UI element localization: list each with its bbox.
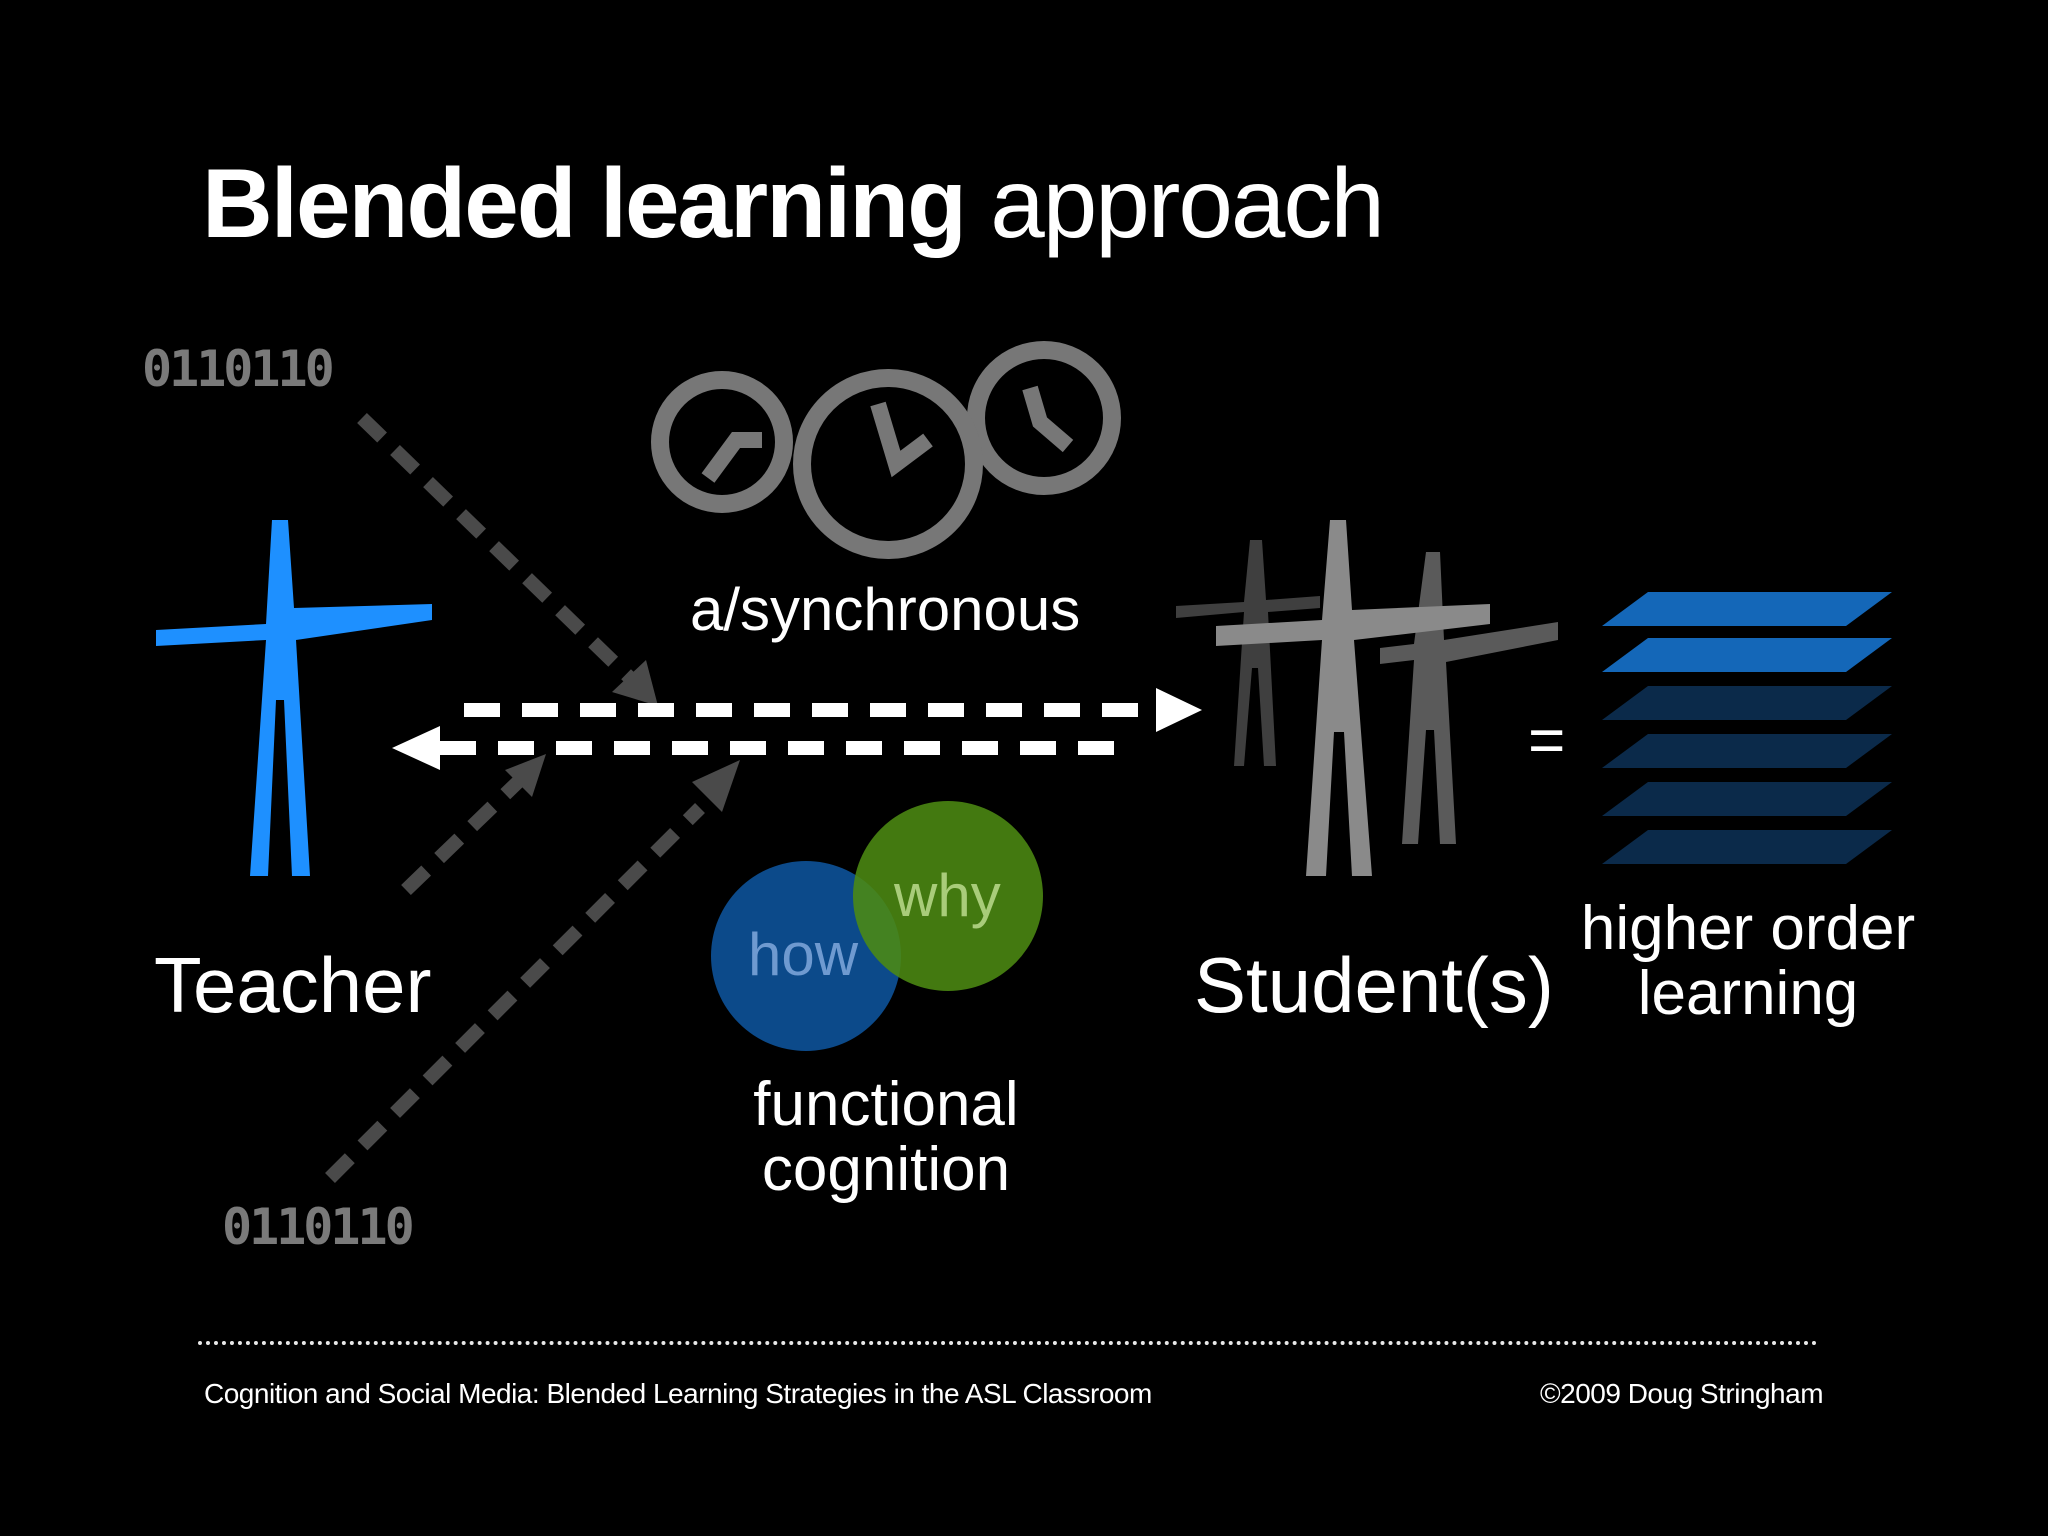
- functional-line1: functional: [753, 1070, 1019, 1139]
- sync-label: a/synchronous: [690, 576, 1081, 643]
- students-label: Student(s): [1194, 941, 1554, 1029]
- title-bold: Blended learning: [202, 148, 967, 258]
- venn-diagram-icon: [711, 801, 1043, 1051]
- teacher-label: Teacher: [154, 941, 432, 1029]
- exchange-arrows-icon: [392, 688, 1202, 770]
- footer-copyright: ©2009 Doug Stringham: [1540, 1378, 1824, 1409]
- layer-stack-icon: [1602, 592, 1892, 864]
- higher-order-label: higher order learning: [1578, 896, 1918, 1026]
- students-figures-icon: [1176, 520, 1558, 876]
- functional-line2: cognition: [761, 1135, 1011, 1205]
- binary-code-bottom: 0110110: [222, 1198, 415, 1256]
- title-regular: approach: [990, 148, 1385, 258]
- why-label: why: [894, 862, 1001, 929]
- clocks-icon: [651, 341, 1121, 559]
- teacher-figure-icon: [156, 520, 432, 876]
- binary-code-top: 0110110: [142, 340, 335, 398]
- how-label: how: [748, 921, 859, 988]
- equals-sign: =: [1528, 704, 1566, 776]
- footer-course-title: Cognition and Social Media: Blended Lear…: [204, 1378, 1152, 1409]
- how-circle: [711, 861, 901, 1051]
- inflow-arrows-icon: [325, 412, 740, 1183]
- slide-title: Blended learning approach: [202, 148, 1385, 258]
- why-circle: [853, 801, 1043, 991]
- functional-cognition-label: functional cognition: [716, 1072, 1056, 1202]
- higher-order-line1: higher order: [1580, 894, 1916, 963]
- higher-order-line2: learning: [1637, 959, 1859, 1029]
- footer-divider: [198, 1341, 1818, 1345]
